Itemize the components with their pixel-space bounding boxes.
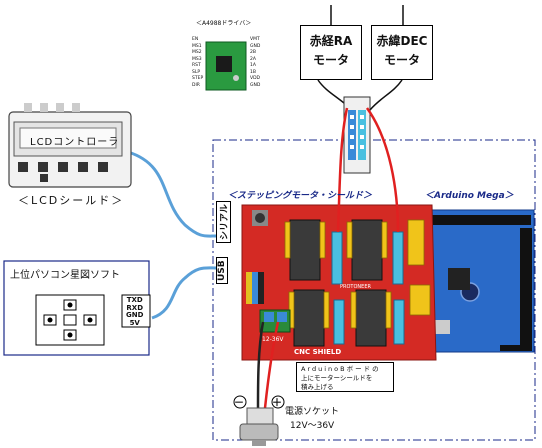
- pc-title: 上位パソコン星図ソフト: [10, 270, 120, 281]
- dec-motor-cable: [369, 79, 403, 111]
- stack-note: ArduinoBボードの 上にモーターシールドを 積み上げる: [296, 362, 394, 392]
- protoneer-label: PROTONEER: [340, 284, 371, 290]
- pin-5v: 5V: [129, 318, 140, 327]
- power-voltage-label: 12V～36V: [290, 421, 335, 431]
- serial-port-label: シリアル: [216, 201, 231, 243]
- lcd-serial-cable: [127, 150, 217, 238]
- lcd-screen-text: LCDコントローラ: [30, 137, 120, 148]
- voltage-silk-label: 12-36V: [262, 336, 284, 343]
- dec-red-wire: [365, 107, 400, 233]
- serial-pin-list: TXD RXD GND 5V: [126, 296, 144, 327]
- dec-motor-box: 赤緯DEC モータ: [371, 25, 433, 80]
- dec-motor-line2: モータ: [383, 53, 420, 67]
- usb-port-label: USB: [216, 257, 228, 284]
- pin-gnd: GND: [126, 311, 144, 319]
- minus-sign: －: [234, 398, 244, 409]
- pc-usb-cable: [151, 266, 217, 320]
- arduino-title: ＜Arduino Mega＞: [425, 191, 514, 201]
- power-wire-red: [263, 321, 280, 409]
- lcd-caption: ＜LCDシールド＞: [18, 194, 125, 207]
- plus-sign: ＋: [272, 398, 282, 409]
- power-socket-label: 電源ソケット: [285, 407, 340, 417]
- pin-rxd: RXD: [126, 303, 144, 312]
- cnc-shield-label: CNC SHIELD: [294, 348, 342, 356]
- dec-motor-line1: 赤緯DEC: [376, 34, 428, 48]
- ra-motor-line1: 赤経RA: [309, 34, 353, 48]
- ra-red-wire: [336, 107, 349, 233]
- pin-txd: TXD: [126, 296, 143, 304]
- enclosure-frame: [212, 139, 536, 441]
- ra-motor-line2: モータ: [312, 53, 349, 67]
- note-line3: 積み上げる: [301, 383, 334, 391]
- ra-motor-box: 赤経RA モータ: [300, 25, 362, 80]
- shield-title: ＜ステッピングモータ・シールド＞: [228, 191, 373, 201]
- note-line2: 上にモーターシールドを: [301, 374, 373, 382]
- power-plug: [246, 407, 274, 425]
- power-wire-black: [256, 321, 265, 409]
- note-line1: ArduinoBボードの: [301, 365, 381, 373]
- telescope-dpad: [43, 299, 97, 341]
- driver-label: ＜A4988ドライバ＞: [196, 20, 252, 27]
